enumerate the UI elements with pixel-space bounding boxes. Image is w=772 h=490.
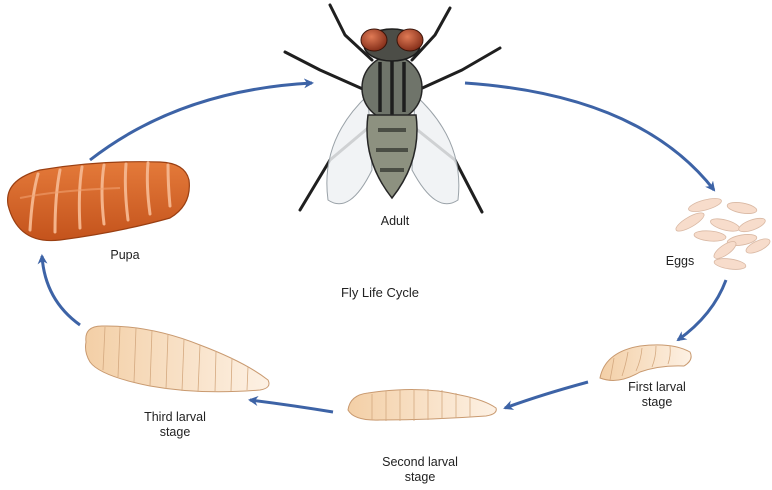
stage-label-eggs: Eggs	[665, 254, 695, 268]
stage-label-third-larval-line1: Third larval	[144, 410, 206, 424]
adult-fly-illustration	[283, 3, 502, 214]
second-larval-illustration	[347, 388, 497, 421]
stage-label-second-larval: Second larval stage	[365, 455, 475, 485]
arrow-pupa-to-adult	[89, 78, 314, 162]
stage-label-second-larval-line1: Second larval	[382, 455, 458, 469]
arrow-first-to-second-larval	[503, 380, 589, 410]
stage-label-second-larval-line2: stage	[404, 470, 436, 484]
third-larval-illustration	[85, 325, 270, 393]
stage-label-first-larval-line2: stage	[641, 395, 673, 409]
first-larval-illustration	[599, 344, 692, 381]
arrow-second-to-third-larval	[248, 396, 334, 414]
arrow-third-larval-to-pupa	[37, 254, 81, 327]
eggs-illustration	[675, 198, 771, 270]
stage-label-third-larval-line2: stage	[159, 425, 191, 439]
arrow-eggs-to-first-larval	[676, 279, 728, 342]
stage-label-adult: Adult	[380, 214, 410, 228]
arrow-adult-to-eggs	[464, 81, 716, 192]
stage-label-first-larval: First larval stage	[612, 380, 702, 410]
stage-label-third-larval: Third larval stage	[125, 410, 225, 440]
pupa-illustration	[7, 161, 190, 242]
stage-label-pupa: Pupa	[110, 248, 140, 262]
stage-label-first-larval-line1: First larval	[628, 380, 686, 394]
diagram-title: Fly Life Cycle	[340, 285, 420, 300]
